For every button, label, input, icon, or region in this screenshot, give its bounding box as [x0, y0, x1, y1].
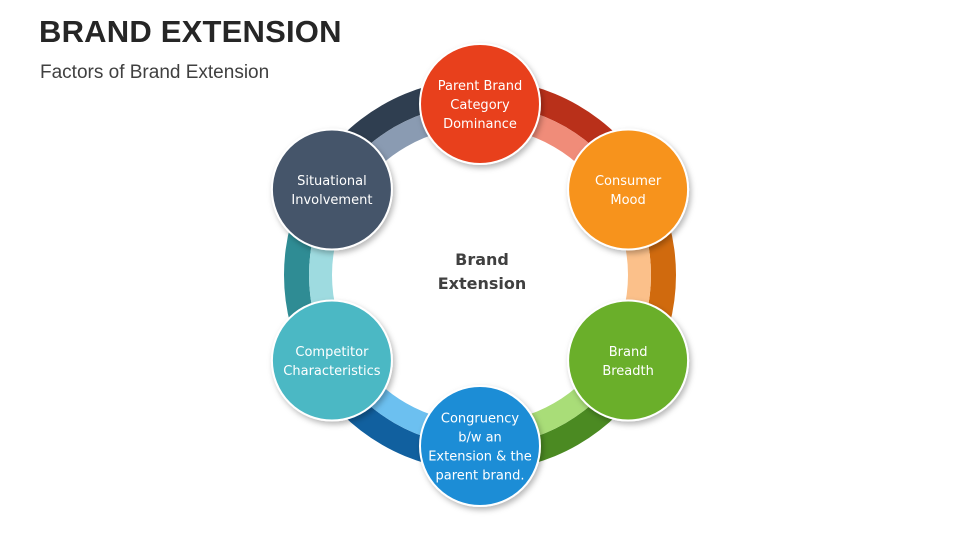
factor-circle-situational-involvement: [270, 128, 393, 251]
factor-circle-brand-breadth: [567, 299, 690, 422]
page-subtitle: Factors of Brand Extension: [40, 62, 270, 83]
factor-circle-consumer-mood: [567, 128, 690, 251]
factor-circle-parent-brand-category-dominance: [419, 43, 541, 165]
factor-circle-congruency: [419, 385, 541, 507]
factor-circle-competitor-characteristics: [270, 299, 393, 422]
page-title: BRAND EXTENSION: [39, 14, 342, 49]
